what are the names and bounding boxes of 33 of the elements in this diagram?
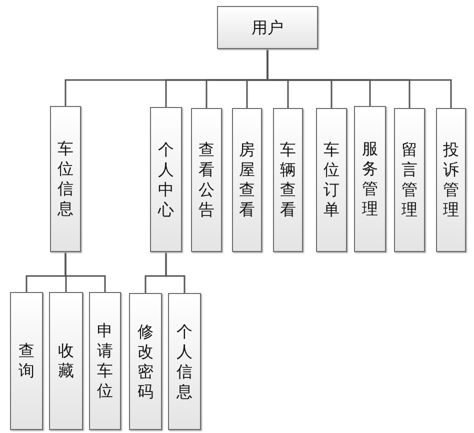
box-label: 车辆查看 <box>280 140 296 220</box>
box-label: 个人信息 <box>176 322 193 402</box>
connector-line <box>64 252 106 292</box>
box-label: 投诉管理 <box>442 140 460 220</box>
box-label: 留言管理 <box>401 140 418 220</box>
box-label: 查看公告 <box>198 140 215 220</box>
module-box <box>129 293 162 430</box>
box-label: 收藏 <box>58 341 74 381</box>
module-box <box>50 106 81 252</box>
box-label: 车位信息 <box>57 139 74 219</box>
box-label: 用户 <box>252 18 284 38</box>
box-label: 修改密码 <box>137 322 154 402</box>
module-box <box>436 108 466 252</box>
box-label: 车位订单 <box>323 140 340 220</box>
box-label: 个人中心 <box>158 140 174 220</box>
module-box <box>354 106 386 252</box>
module-box <box>394 108 425 252</box>
module-box <box>150 107 182 252</box>
connector-line <box>266 49 452 108</box>
root-box <box>217 6 318 49</box>
module-box <box>191 108 222 252</box>
module-box <box>49 292 83 430</box>
module-box <box>10 292 43 430</box>
module-box <box>273 108 303 252</box>
module-box <box>89 292 121 430</box>
module-box <box>232 108 262 252</box>
module-box <box>168 293 201 430</box>
box-label: 房屋查看 <box>238 140 256 220</box>
box-label: 服务管理 <box>362 139 378 219</box>
module-box <box>316 108 347 252</box>
box-label: 查询 <box>18 341 35 381</box>
box-label: 申请车位 <box>96 321 114 401</box>
connector-line <box>165 252 186 293</box>
